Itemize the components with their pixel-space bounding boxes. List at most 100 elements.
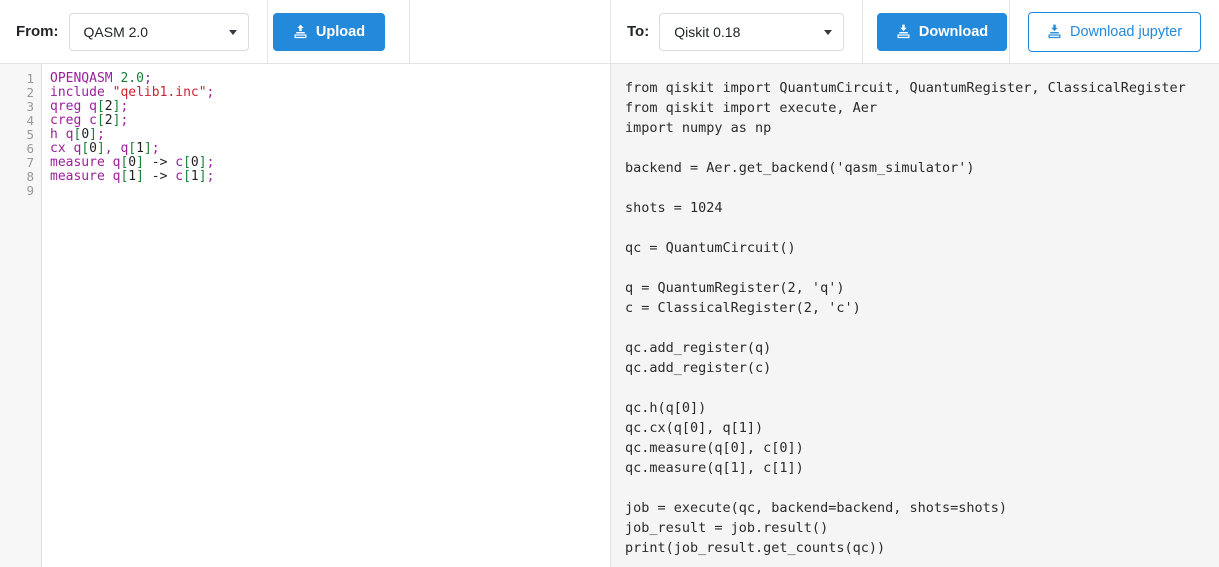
code-token: OPENQASM	[50, 71, 113, 86]
code-token: measure	[50, 155, 105, 170]
code-token: qreg	[50, 99, 82, 114]
code-token: 2	[104, 113, 113, 128]
output-line: qc.add_register(q)	[625, 340, 772, 356]
chevron-down-icon	[824, 29, 833, 35]
target-format-value: Qiskit 0.18	[674, 23, 741, 40]
code-line: qreg q[2];	[50, 100, 610, 114]
upload-icon	[293, 24, 308, 39]
qasm-code-area[interactable]: OPENQASM 2.0;include "qelib1.inc";qreg q…	[42, 64, 610, 567]
code-token: measure	[50, 169, 105, 184]
line-number: 1	[26, 71, 34, 86]
code-token	[105, 85, 113, 100]
code-token: 2	[104, 99, 113, 114]
code-token: [	[96, 99, 105, 114]
code-token: cx	[50, 141, 66, 156]
code-token: [	[128, 141, 137, 156]
code-token	[58, 127, 66, 142]
code-token: ]	[136, 155, 144, 170]
code-token: ;	[206, 155, 215, 170]
code-token: ]	[112, 113, 121, 128]
code-token: ;	[206, 85, 215, 100]
code-token: ;	[143, 71, 152, 86]
from-label: From:	[16, 23, 59, 40]
output-line: import numpy as np	[625, 120, 772, 136]
code-token: ]	[96, 141, 105, 156]
output-line: job_result = job.result()	[625, 520, 829, 536]
code-token	[105, 169, 113, 184]
code-token: c	[89, 113, 97, 128]
output-line	[625, 378, 1219, 398]
download-group: Download	[862, 0, 1009, 63]
output-line: c = ClassicalRegister(2, 'c')	[625, 300, 861, 316]
output-line: qc.h(q[0])	[625, 400, 707, 416]
output-line	[625, 218, 1219, 238]
output-line: backend = Aer.get_backend('qasm_simulato…	[625, 160, 975, 176]
output-line: qc.measure(q[0], c[0])	[625, 440, 804, 456]
code-token: ->	[143, 169, 176, 184]
download-icon	[896, 24, 911, 39]
code-token: q	[112, 169, 121, 184]
target-format-select[interactable]: Qiskit 0.18	[659, 12, 845, 51]
code-token: [	[183, 169, 191, 184]
code-token	[81, 99, 89, 114]
output-line	[625, 178, 1219, 198]
code-token: q	[89, 99, 97, 114]
code-token: [	[183, 155, 191, 170]
output-line: qc.cx(q[0], q[1])	[625, 420, 764, 436]
code-token: 0	[81, 127, 90, 142]
code-token: [	[120, 169, 129, 184]
code-token: ]	[112, 99, 121, 114]
code-token: 1	[190, 169, 199, 184]
code-token: q	[65, 127, 74, 142]
source-format-group: From: QASM 2.0	[0, 0, 267, 63]
code-token: 0	[128, 155, 137, 170]
code-token: h	[50, 127, 58, 142]
output-line: qc.measure(q[1], c[1])	[625, 460, 804, 476]
code-token: q	[73, 141, 82, 156]
download-button-label: Download	[918, 23, 989, 40]
code-token: [	[73, 127, 82, 142]
output-line: q = QuantumRegister(2, 'q')	[625, 280, 845, 296]
line-number: 4	[26, 113, 34, 128]
qiskit-output-panel[interactable]: from qiskit import QuantumCircuit, Quant…	[610, 64, 1219, 567]
code-token: c	[175, 169, 184, 184]
output-line: shots = 1024	[625, 200, 723, 216]
code-token: creg	[50, 113, 82, 128]
download-jupyter-button-label: Download jupyter	[1070, 23, 1183, 40]
code-token: 1	[136, 141, 144, 156]
download-icon	[1047, 24, 1062, 39]
upload-button-label: Upload	[315, 23, 366, 40]
download-jupyter-button[interactable]: Download jupyter	[1028, 11, 1202, 52]
code-token: [	[96, 113, 105, 128]
source-format-select[interactable]: QASM 2.0	[68, 12, 249, 51]
upload-button[interactable]: Upload	[273, 12, 385, 51]
line-number: 5	[26, 127, 34, 142]
code-token: ;	[120, 99, 129, 114]
download-jupyter-group: Download jupyter	[1009, 0, 1219, 63]
to-label: To:	[627, 23, 650, 40]
output-line: from qiskit import QuantumCircuit, Quant…	[625, 80, 1186, 96]
line-number: 8	[26, 169, 34, 184]
output-line	[625, 258, 1219, 278]
code-line: creg c[2];	[50, 114, 610, 128]
code-token: ]	[89, 127, 97, 142]
code-token: "qelib1.inc"	[112, 85, 207, 100]
output-line: qc.add_register(c)	[625, 360, 772, 376]
code-token: ;	[151, 141, 160, 156]
code-token: ]	[198, 155, 207, 170]
code-line: measure q[0] -> c[0];	[50, 156, 610, 170]
chevron-down-icon	[228, 29, 237, 35]
line-number: 3	[26, 99, 34, 114]
output-line: print(job_result.get_counts(qc))	[625, 540, 886, 556]
code-token: [	[81, 141, 90, 156]
code-token: ]	[198, 169, 207, 184]
code-token: [	[120, 155, 129, 170]
line-number: 7	[26, 155, 34, 170]
output-line	[625, 318, 1219, 338]
download-button[interactable]: Download	[877, 12, 1007, 51]
toolbar-spacer	[409, 0, 610, 63]
code-token: q	[120, 141, 129, 156]
code-token	[81, 113, 89, 128]
